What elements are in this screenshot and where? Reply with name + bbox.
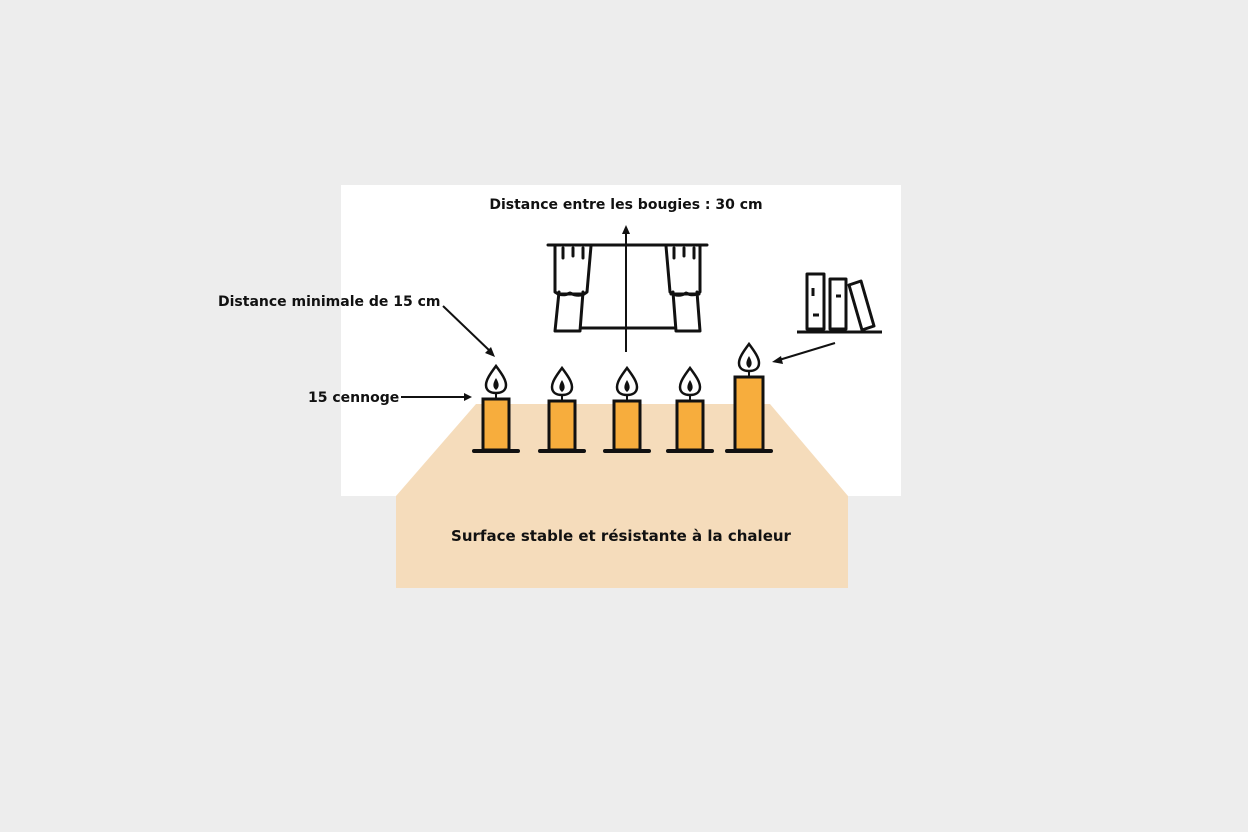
min-distance-label: Distance minimale de 15 cm (218, 294, 441, 310)
side-arrow (401, 393, 472, 401)
candle-5-tall (725, 341, 773, 453)
candle-inner-flame (687, 380, 693, 392)
candle-body (675, 399, 705, 452)
top-label: Distance entre les bougies : 30 cm (489, 197, 762, 213)
candle-row (472, 341, 773, 453)
min-distance-arrow (442, 305, 495, 357)
curtain-window-icon (546, 243, 709, 333)
bookshelf-icon (797, 272, 882, 334)
candle-inner-flame (559, 380, 565, 392)
candle-inner-flame (624, 380, 630, 392)
candle-3 (603, 365, 651, 453)
surface-label: Surface stable et résistante à la chaleu… (451, 527, 791, 545)
vertical-distance-arrow (622, 225, 630, 352)
candle-2 (538, 365, 586, 453)
candle-inner-flame (493, 378, 499, 390)
side-label: 15 cennoge (308, 390, 399, 406)
candle-1 (472, 363, 520, 453)
candle-4 (666, 365, 714, 453)
candle-inner-flame (746, 356, 752, 368)
candle-body (547, 399, 577, 452)
bookshelf-arrow (772, 342, 836, 364)
candle-body (733, 375, 765, 452)
candle-body (612, 399, 642, 452)
candle-body (481, 397, 511, 452)
